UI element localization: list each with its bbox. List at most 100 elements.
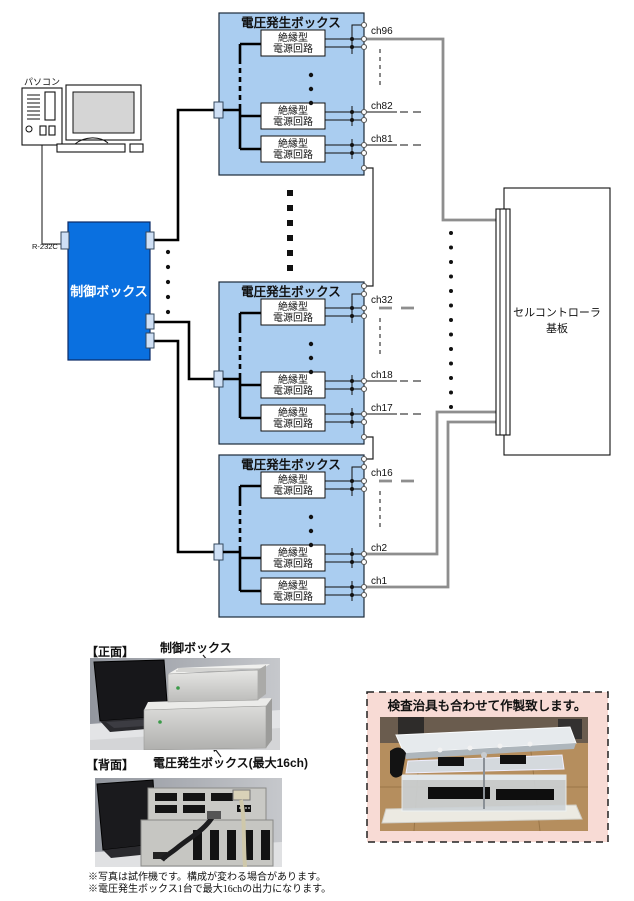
rear-terminal-block (261, 830, 270, 860)
channel-label: ch2 (371, 543, 388, 554)
voltage-box-input-port (213, 543, 224, 561)
circuit-label: 絶縁型 (278, 300, 308, 313)
channel-label: ch82 (371, 101, 393, 112)
circuit-label: 絶縁型 (278, 137, 308, 150)
back-view-label: 【背面】 (86, 757, 134, 772)
voltage-box-1: 電圧発生ボックス 絶縁型 電源回路 絶縁型 電源回路 絶縁型 電源回路 ch96… (213, 12, 421, 176)
voltage-box-input-port (213, 101, 224, 119)
wire-pc-to-control (41, 145, 61, 245)
cell-controller-connector (495, 208, 511, 436)
jig-lid-underside (404, 743, 576, 759)
bus-control-to-box3 (154, 339, 214, 554)
front-caption-control-box: 制御ボックス (160, 640, 232, 655)
pc-mouse (129, 143, 144, 153)
circuit-output-lines (325, 38, 363, 154)
voltage-box-input-port (213, 370, 224, 388)
cable-connector (207, 811, 221, 819)
pc-tower (21, 87, 63, 146)
chain-link-box2-box3 (364, 436, 374, 460)
jig-caption: 検査治具も合わせて作製致します。 (388, 698, 587, 713)
circuit-label: 絶縁型 (278, 406, 308, 419)
control-port-out3 (145, 332, 155, 349)
isolated-power-circuit (260, 544, 326, 572)
circuit-output-lines (325, 307, 363, 423)
pc-tower-button (25, 125, 33, 133)
isolated-power-circuit (260, 102, 326, 130)
isolated-power-circuit (260, 577, 326, 605)
circuit-label: 電源回路 (273, 557, 313, 570)
cell-controller-board: セルコントローラ 基板 (495, 187, 611, 456)
isolated-power-circuit (260, 135, 326, 163)
isolated-power-circuit (260, 471, 326, 499)
control-box-label: 制御ボックス (70, 284, 148, 299)
black-cable (160, 814, 216, 862)
rear-terminal-block (193, 830, 202, 860)
voltage-box-front-face (143, 705, 267, 750)
circuit-label: 電源回路 (273, 311, 313, 324)
back-photo (95, 778, 282, 867)
channel-label: ch16 (371, 468, 393, 479)
front-view-label: 【正面】 (86, 644, 134, 659)
channel-label: ch17 (371, 403, 393, 414)
pc-tower-slot (44, 91, 56, 121)
wire-ch1-to-controller (366, 420, 496, 589)
voltage-box-3: 電圧発生ボックス 絶縁型 電源回路 絶縁型 電源回路 絶縁型 電源回路 ch16… (213, 454, 419, 618)
voltage-box-top-face (144, 698, 272, 710)
circuit-label: 絶縁型 (278, 579, 308, 592)
circuit-label: 電源回路 (273, 590, 313, 603)
pc-cable (74, 137, 109, 145)
control-box: 制御ボックス R-232C (32, 221, 155, 361)
rear-slot (211, 793, 233, 801)
control-box-led (176, 686, 180, 690)
circuit-label: 電源回路 (273, 484, 313, 497)
rear-terminal-block (227, 830, 236, 860)
internal-bus (223, 484, 261, 593)
bus-control-to-box2 (154, 320, 214, 381)
voltage-box-side-face (266, 698, 272, 748)
circuit-label: 電源回路 (273, 115, 313, 128)
chain-link-box1-box2 (364, 167, 374, 287)
control-box-body (67, 221, 151, 361)
pc-tower-drive1 (39, 125, 47, 136)
circuit-label: 絶縁型 (278, 104, 308, 117)
continuation-squares (287, 190, 293, 271)
bus-control-to-box1 (154, 108, 214, 242)
channel-label: ch96 (371, 26, 393, 37)
rs232c-label: R-232C (32, 242, 58, 251)
jig-connector-bar (496, 789, 554, 800)
control-box-front-face (167, 669, 259, 703)
channel-label: ch32 (371, 295, 393, 306)
jig-clamp-lever (390, 747, 406, 778)
wire-ch96-to-controller (366, 37, 496, 222)
rear-slot (155, 793, 177, 801)
wire-ch2-to-controller (366, 410, 496, 556)
isolated-power-circuit (260, 29, 326, 57)
rear-terminal-block (244, 830, 253, 860)
dots-control-ports (165, 249, 171, 315)
channel-label: ch1 (371, 576, 388, 587)
dots-channel-continuation (449, 231, 453, 409)
cell-controller-label: セルコントローラ (513, 306, 601, 319)
channel-line-dashes (400, 380, 421, 415)
photo-dark-object-left (398, 717, 424, 739)
rear-terminal-block (210, 830, 219, 860)
rear-slot (155, 805, 177, 813)
circuit-label: 電源回路 (273, 42, 313, 55)
rear-small-connector (153, 852, 167, 859)
cell-controller-body (503, 187, 611, 456)
jig-connector-bar (428, 787, 490, 799)
internal-bus (223, 42, 261, 151)
circuit-label: 電源回路 (273, 417, 313, 430)
control-port-out1 (145, 231, 155, 250)
pc-label: パソコン (24, 77, 60, 87)
jig-block (438, 757, 464, 766)
jig-panel: 検査治具も合わせて作製致します。 (366, 691, 609, 843)
rear-slot (183, 805, 205, 813)
circuit-label: 電源回路 (273, 384, 313, 397)
connector-inner-lines (499, 209, 507, 435)
channel-line-extensions (365, 111, 397, 146)
circuit-label: 絶縁型 (278, 546, 308, 559)
circuit-output-lines (325, 480, 363, 596)
